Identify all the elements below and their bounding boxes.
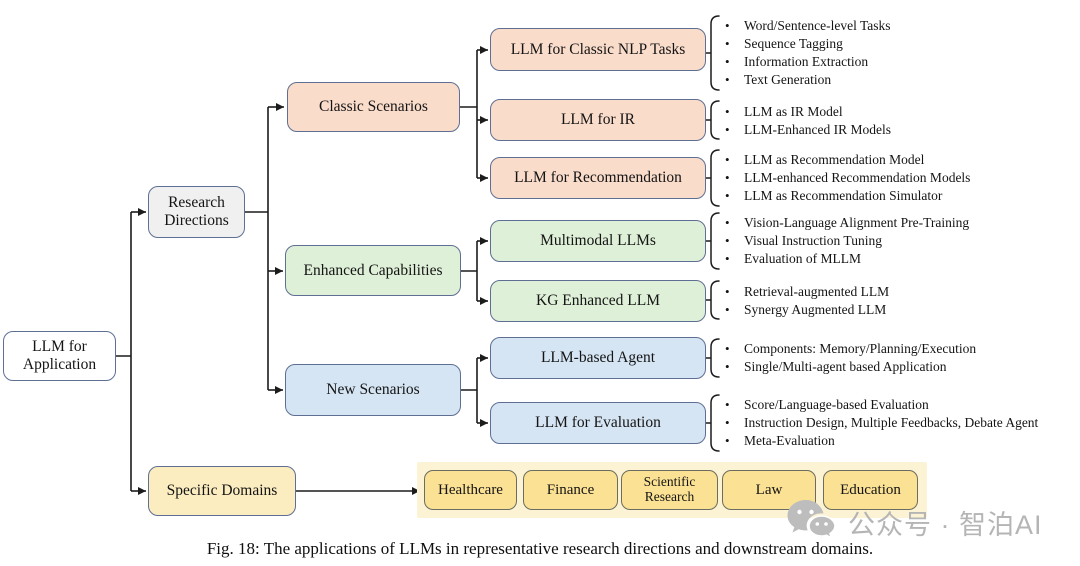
chip-finance: Finance xyxy=(523,470,618,510)
bullet-item: Visual Instruction Tuning xyxy=(718,232,1078,250)
bullet-list-evaluation: Score/Language-based Evaluation Instruct… xyxy=(718,396,1078,450)
bullet-item: Single/Multi-agent based Application xyxy=(718,358,1078,376)
bullet-item: LLM-enhanced Recommendation Models xyxy=(718,169,1078,187)
node-kg-enhanced-llm: KG Enhanced LLM xyxy=(490,280,706,322)
node-specific-domains: Specific Domains xyxy=(148,466,296,516)
tree-trunk-lines xyxy=(116,50,478,491)
node-llm-for-evaluation: LLM for Evaluation xyxy=(490,402,706,444)
watermark-text: 公众号 · 智泊AI xyxy=(848,509,1043,540)
bullet-item: Score/Language-based Evaluation xyxy=(718,396,1078,414)
bullet-list-recommendation: LLM as Recommendation Model LLM-enhanced… xyxy=(718,151,1078,205)
bullet-item: LLM as IR Model xyxy=(718,103,1078,121)
bullet-item: Meta-Evaluation xyxy=(718,432,1078,450)
bullet-list-agent: Components: Memory/Planning/Execution Si… xyxy=(718,340,1078,376)
bullet-list-multimodal: Vision-Language Alignment Pre-Training V… xyxy=(718,214,1078,268)
bullet-item: Vision-Language Alignment Pre-Training xyxy=(718,214,1078,232)
bullet-item: Word/Sentence-level Tasks xyxy=(718,17,1078,35)
bullet-item: LLM as Recommendation Simulator xyxy=(718,187,1078,205)
bullet-item: LLM-Enhanced IR Models xyxy=(718,121,1078,139)
watermark: 公众号 · 智泊AI xyxy=(786,498,1043,546)
node-classic-scenarios: Classic Scenarios xyxy=(287,82,460,132)
node-llm-for-application: LLM for Application xyxy=(3,331,116,381)
wechat-icon xyxy=(787,500,836,540)
node-llm-for-recommendation: LLM for Recommendation xyxy=(490,157,706,199)
node-new-scenarios: New Scenarios xyxy=(285,364,461,416)
bullet-list-kg: Retrieval-augmented LLM Synergy Augmente… xyxy=(718,283,1078,319)
node-llm-for-classic-nlp-tasks: LLM for Classic NLP Tasks xyxy=(490,28,706,71)
bullet-item: Synergy Augmented LLM xyxy=(718,301,1078,319)
chip-healthcare: Healthcare xyxy=(424,470,517,510)
chip-scientific-research: Scientific Research xyxy=(621,470,718,510)
bullet-item: Text Generation xyxy=(718,71,1078,89)
bullet-item: Components: Memory/Planning/Execution xyxy=(718,340,1078,358)
node-llm-based-agent: LLM-based Agent xyxy=(490,337,706,379)
bullet-list-ir: LLM as IR Model LLM-Enhanced IR Models xyxy=(718,103,1078,139)
node-enhanced-capabilities: Enhanced Capabilities xyxy=(285,245,461,296)
node-multimodal-llms: Multimodal LLMs xyxy=(490,220,706,262)
bullet-item: Evaluation of MLLM xyxy=(718,250,1078,268)
bullet-item: LLM as Recommendation Model xyxy=(718,151,1078,169)
bullet-item: Information Extraction xyxy=(718,53,1078,71)
chip-education: Education xyxy=(823,470,918,510)
bullet-item: Sequence Tagging xyxy=(718,35,1078,53)
tree-arrows xyxy=(131,46,488,495)
node-research-directions: Research Directions xyxy=(148,186,245,238)
node-llm-for-ir: LLM for IR xyxy=(490,99,706,141)
bullet-brackets xyxy=(703,15,720,452)
figure-caption: Fig. 18: The applications of LLMs in rep… xyxy=(206,539,874,558)
bullet-item: Retrieval-augmented LLM xyxy=(718,283,1078,301)
bullet-item: Instruction Design, Multiple Feedbacks, … xyxy=(718,414,1078,432)
bullet-list-classic-nlp: Word/Sentence-level Tasks Sequence Taggi… xyxy=(718,17,1078,89)
